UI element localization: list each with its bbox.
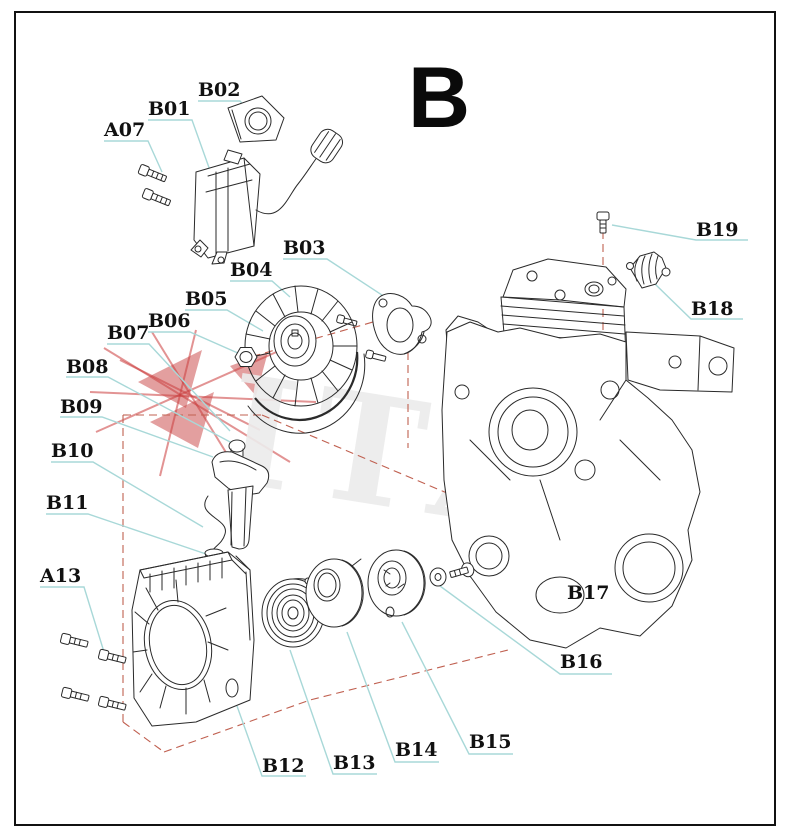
part-label-b14: B14 (395, 739, 438, 761)
starter-cover-drawing (131, 551, 255, 727)
part-label-b19: B19 (696, 219, 739, 241)
rope-pulley-drawing (305, 558, 364, 628)
cap-b08-drawing (228, 439, 246, 453)
ignition-coil-drawing (190, 128, 344, 265)
pull-handle-drawing (211, 451, 270, 550)
washer-b16-drawing (429, 567, 447, 587)
part-label-b07: B07 (107, 322, 150, 344)
starter-rope-drawing (204, 495, 226, 553)
cover-ribs-drawing (132, 557, 229, 715)
screw-set-a13-drawing (59, 632, 127, 711)
part-label-b03: B03 (283, 237, 326, 259)
part-label-b04: B04 (230, 259, 273, 281)
part-label-b13: B13 (333, 752, 376, 774)
part-label-b11: B11 (46, 492, 89, 514)
section-letter: B (408, 50, 471, 146)
flywheel-drawing (244, 285, 366, 434)
leader-lines (40, 100, 748, 777)
spark-plug-drawing (626, 251, 671, 289)
part-label-a13: A13 (40, 565, 82, 587)
part-label-b15: B15 (469, 731, 512, 753)
part-label-b05: B05 (185, 288, 228, 310)
part-label-b06: B06 (148, 310, 191, 332)
part-label-b12: B12 (262, 755, 305, 777)
starter-drum-drawing (367, 549, 426, 618)
screw-pair-a07-drawing (137, 164, 171, 207)
part-label-b01: B01 (148, 98, 191, 120)
part-label-b17: B17 (567, 582, 610, 604)
part-label-b10: B10 (51, 440, 94, 462)
spark-plug-cap-drawing (310, 128, 344, 164)
screw-b19-drawing (596, 211, 610, 234)
part-label-b16: B16 (560, 651, 603, 673)
screw-b17-drawing (449, 562, 475, 578)
diagram-border-frame (14, 11, 776, 826)
part-label-b08: B08 (66, 356, 109, 378)
part-label-b18: B18 (691, 298, 734, 320)
part-label-a07: A07 (104, 119, 146, 141)
coil-bracket-drawing (227, 95, 285, 143)
engine-assembly-drawing (441, 258, 735, 649)
part-label-b02: B02 (198, 79, 241, 101)
flywheel-nut-drawing (234, 347, 258, 367)
part-label-b09: B09 (60, 396, 103, 418)
intake-flange-drawing (336, 293, 432, 362)
